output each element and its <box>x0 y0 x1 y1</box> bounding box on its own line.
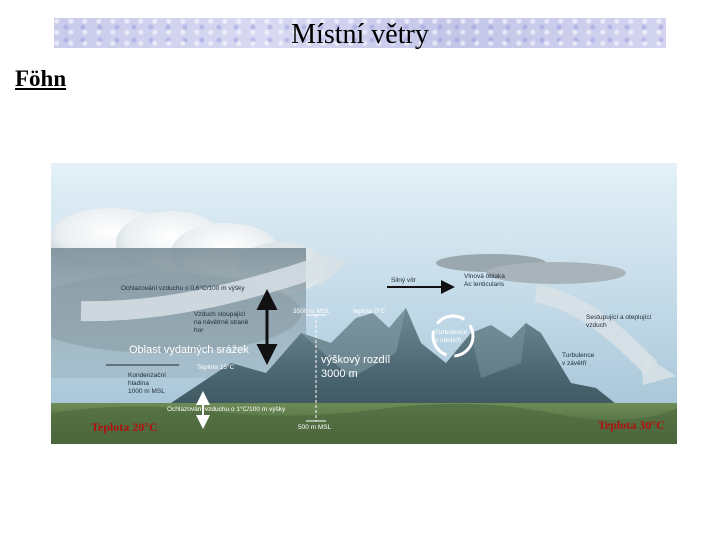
label-turbulence-lee-1: Turbulence <box>562 352 595 359</box>
label-rising-air-1: Vzduch stoupající <box>194 311 246 318</box>
label-temp-15: Teplota 15°C <box>197 363 235 371</box>
label-strong-wind: Silný vítr <box>391 277 417 284</box>
label-turbulence-lee-2: v závětří <box>562 360 587 367</box>
foehn-diagram-graphic: Ochlazování vzduchu o 0,6°C/100 m výšky … <box>51 163 677 444</box>
label-turbulence-valleys-2: v údolích <box>435 337 461 344</box>
label-condensation-3: 1000 m MSL <box>128 388 165 395</box>
label-height-diff-1: výškový rozdíl <box>321 354 390 366</box>
label-descending-1: Sestupující a oteplující <box>586 314 652 321</box>
label-lenticular-1: Vlnová oblaka <box>464 273 505 280</box>
label-height-diff-2: 3000 m <box>321 368 358 380</box>
label-lenticular-2: Ac lenticularis <box>464 281 505 288</box>
foehn-diagram: Ochlazování vzduchu o 0,6°C/100 m výšky … <box>51 163 677 444</box>
label-condensation-2: hladina <box>128 380 149 387</box>
label-rising-air-3: hor <box>194 327 204 334</box>
title-bar: Místní větry <box>54 18 666 48</box>
label-msl-3500: 3500 m MSL <box>293 308 330 315</box>
lenticular-cloud-2 <box>486 262 626 284</box>
label-cooling-dry: Ochlazování vzduchu o 1°C/100 m výšky <box>167 405 286 413</box>
label-turbulence-valleys-1: Turbulence <box>435 329 468 336</box>
slide-subheading: Föhn <box>15 66 66 92</box>
label-temp-right: Teplota 30°C <box>598 418 665 432</box>
label-cooling-moist: Ochlazování vzduchu o 0,6°C/100 m výšky <box>121 284 245 292</box>
label-temp-left: Teplota 20°C <box>91 420 158 434</box>
label-heavy-precipitation: Oblast vydatných srážek <box>129 344 249 356</box>
label-descending-2: vzduch <box>586 322 607 329</box>
slide-title: Místní větry <box>54 18 666 52</box>
label-msl-500: 500 m MSL <box>298 424 332 431</box>
label-condensation-1: Kondenzační <box>128 372 166 379</box>
label-temp-0: teplota 0°C <box>353 307 386 315</box>
label-rising-air-2: na návětrné straně <box>194 319 249 326</box>
